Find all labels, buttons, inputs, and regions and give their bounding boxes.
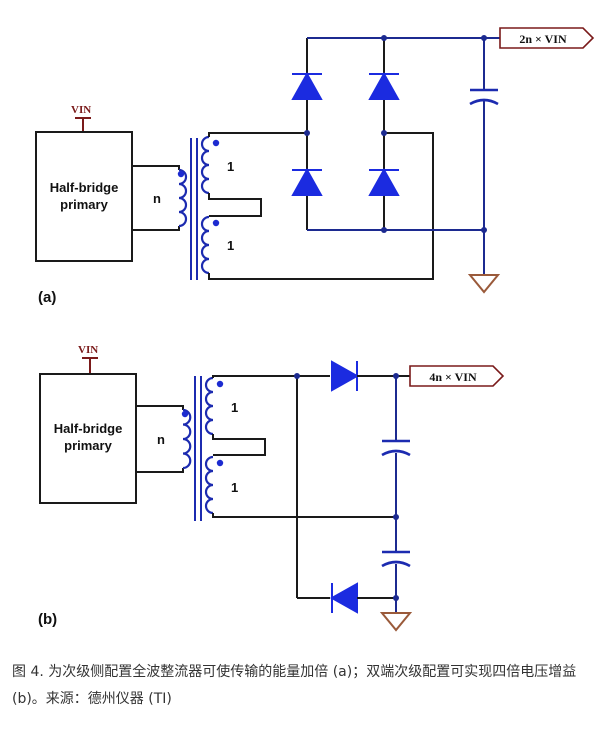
- output-port-a: 2n × VIN: [499, 27, 595, 49]
- secondary-turns-lower-b: 1: [231, 480, 238, 495]
- secondary-turns-lower-a: 1: [227, 238, 234, 253]
- vin-supply-a: VIN: [71, 104, 91, 132]
- transformer-a: n 1 1: [153, 135, 234, 280]
- vin-label-a: VIN: [71, 104, 91, 116]
- schematic-diagram: VIN Half-bridge primary n 1 1: [35, 27, 595, 632]
- secondary-dot-upper-b: [216, 380, 224, 388]
- half-bridge-primary-box-b: Half-bridge primary: [39, 373, 137, 504]
- primary-turns-a: n: [153, 191, 161, 206]
- primary-label-line2-a: primary: [60, 197, 108, 212]
- primary-winding-a: [178, 168, 188, 228]
- secondary-turns-upper-b: 1: [231, 400, 238, 415]
- ground-a: [467, 274, 501, 294]
- primary-dot-a: [177, 170, 185, 178]
- vin-label-b: VIN: [78, 344, 98, 356]
- diode-a2: [368, 71, 400, 100]
- secondary-winding-upper-a: [200, 135, 210, 195]
- diode-a1: [291, 71, 323, 100]
- capacitor-b-lower: [381, 550, 411, 568]
- diode-a3: [291, 167, 323, 196]
- figure-caption: 图 4. 为次级侧配置全波整流器可使传输的能量加倍 (a)；双端次级配置可实现四…: [12, 664, 577, 707]
- secondary-winding-upper-b: [204, 376, 214, 436]
- output-label-a: 2n × VIN: [519, 32, 567, 46]
- diode-a4: [368, 167, 400, 196]
- panel-label-b: (b): [38, 611, 57, 628]
- output-port-b: 4n × VIN: [409, 365, 505, 387]
- secondary-winding-lower-a: [200, 215, 210, 275]
- figure-a: VIN Half-bridge primary n 1 1: [35, 27, 595, 306]
- ground-b: [379, 612, 413, 632]
- transformer-b: n 1 1: [157, 376, 238, 521]
- secondary-dot-lower-b: [216, 459, 224, 467]
- primary-dot-b: [181, 410, 189, 418]
- secondary-turns-upper-a: 1: [227, 159, 234, 174]
- output-label-b: 4n × VIN: [429, 370, 477, 384]
- panel-label-a: (a): [38, 289, 56, 306]
- secondary-winding-lower-b: [204, 455, 214, 515]
- primary-turns-b: n: [157, 432, 165, 447]
- capacitor-b-upper: [381, 439, 411, 457]
- vin-supply-b: VIN: [78, 344, 98, 374]
- primary-winding-b: [182, 408, 192, 470]
- capacitor-a: [469, 88, 499, 106]
- diode-b-top: [331, 360, 360, 392]
- primary-label-line1-b: Half-bridge: [54, 421, 123, 436]
- diode-b-bottom: [329, 582, 358, 614]
- primary-label-line1-a: Half-bridge: [50, 180, 119, 195]
- primary-label-line2-b: primary: [64, 438, 112, 453]
- figure-b: VIN Half-bridge primary n 1 1: [38, 344, 505, 632]
- half-bridge-primary-box-a: Half-bridge primary: [35, 131, 133, 262]
- secondary-dot-lower-a: [212, 219, 220, 227]
- secondary-dot-upper-a: [212, 139, 220, 147]
